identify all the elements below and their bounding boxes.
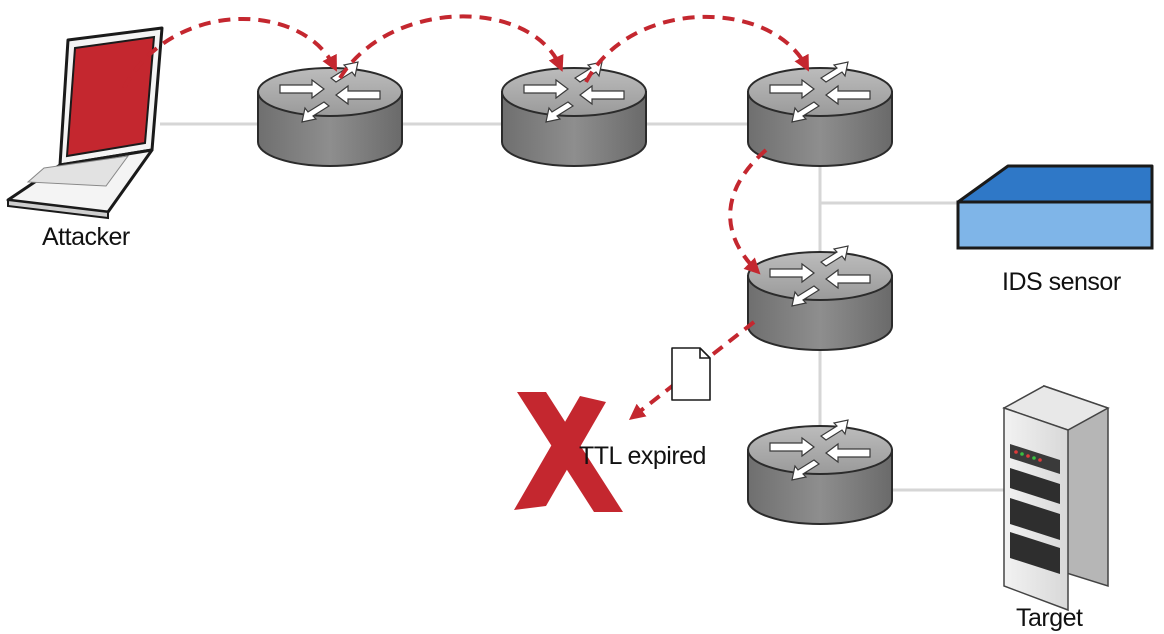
hop-arc [628,320,756,420]
router-icon [257,61,403,167]
laptop-icon [6,26,164,220]
server-icon [1002,384,1110,612]
x-mark-icon [514,392,623,512]
hop-arc [122,17,337,89]
target-label: Target [1016,604,1083,632]
hop-arc [584,15,810,83]
ids-sensor-label: IDS sensor [1002,268,1121,296]
network-links [160,122,1005,492]
router-icon [501,61,647,167]
document-icon [671,347,711,401]
ttl-expired-label: TTL expired [579,442,706,470]
hop-arc [338,14,564,80]
ids-sensor-icon [956,164,1154,250]
attacker-label: Attacker [42,223,130,251]
attack-path [122,14,810,420]
router-icon [747,61,893,167]
router-icon [747,419,893,525]
router-icon [747,245,893,351]
hop-arc [728,148,768,275]
